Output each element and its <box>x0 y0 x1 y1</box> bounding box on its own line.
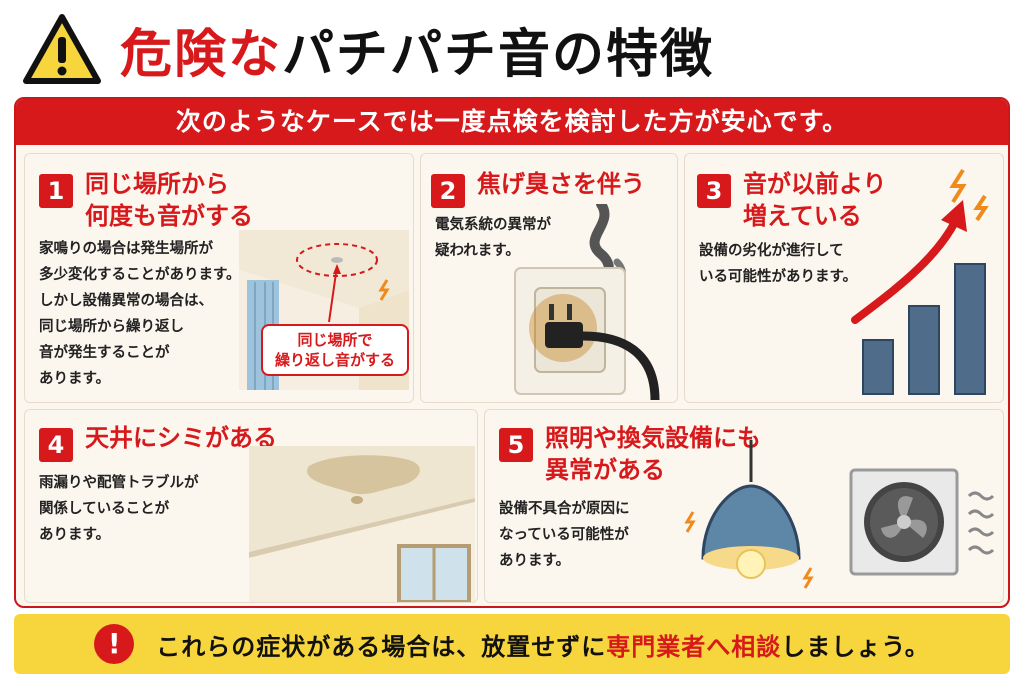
main-panel: 次のようなケースでは一度点検を検討した方が安心です。 1 同じ場所から 何度も音… <box>14 97 1010 608</box>
card-number: 1 <box>39 174 73 208</box>
page-title: 危険なパチパチ音の特徴 <box>120 12 714 87</box>
footer-text: これらの症状がある場合は、放置せずに専門業者へ相談しましょう。 <box>156 632 930 661</box>
page-title-red: 危険な <box>120 24 283 85</box>
card-body: 設備の劣化が進行して いる可能性があります。 <box>699 243 858 285</box>
footer-highlight: 専門業者へ相談 <box>606 632 782 661</box>
card-title: 音が以前より 増えている <box>743 170 887 230</box>
page-title-black: パチパチ音の特徴 <box>282 24 715 85</box>
card-title: 同じ場所から 何度も音がする <box>85 170 253 230</box>
page-header: 危険なパチパチ音の特徴 <box>22 8 714 90</box>
card-ceiling-stain: 4 天井にシミがある 雨漏りや配管トラブルが 関係していることが あります。 <box>24 409 478 603</box>
card-same-place: 1 同じ場所から 何度も音がする 家鳴りの場合は発生場所が 多少変化することがあ… <box>24 153 414 403</box>
callout-same-place: 同じ場所で 繰り返し音がする <box>261 324 409 376</box>
card-number: 5 <box>499 428 533 462</box>
footer-advice: ! これらの症状がある場合は、放置せずに専門業者へ相談しましょう。 <box>14 614 1010 674</box>
card-lighting-ventilation: 5 照明や換気設備にも 異常がある 設備不具合が原因に なっている可能性が あり… <box>484 409 1004 603</box>
card-body: 雨漏りや配管トラブルが 関係していることが あります。 <box>39 475 199 543</box>
outlet-smoke-illustration <box>514 204 660 400</box>
card-body: 設備不具合が原因に なっている可能性が あります。 <box>499 501 630 569</box>
card-number: 3 <box>697 174 731 208</box>
card-title: 天井にシミがある <box>85 424 277 452</box>
lamp-fan-illustration <box>684 440 995 589</box>
ceiling-stain-illustration <box>249 446 475 602</box>
card-more-sounds: 3 音が以前より 増えている 設備の劣化が進行して いる可能性があります。 <box>684 153 1004 403</box>
card-body: 電気系統の異常が 疑われます。 <box>435 217 551 259</box>
card-body: 家鳴りの場合は発生場所が 多少変化することがあります。 しかし設備異常の場合は、… <box>39 241 241 387</box>
warning-icon <box>23 14 101 84</box>
exclamation-icon: ! <box>94 624 135 664</box>
card-title: 照明や換気設備にも 異常がある <box>545 424 761 484</box>
card-title: 焦げ臭さを伴う <box>477 170 645 198</box>
card-burning-smell: 2 焦げ臭さを伴う 電気系統の異常が 疑われます。 <box>420 153 678 403</box>
card-number: 2 <box>431 174 465 208</box>
card-number: 4 <box>39 428 73 462</box>
increase-bars-illustration <box>851 168 989 395</box>
banner: 次のようなケースでは一度点検を検討した方が安心です。 <box>16 99 1008 145</box>
